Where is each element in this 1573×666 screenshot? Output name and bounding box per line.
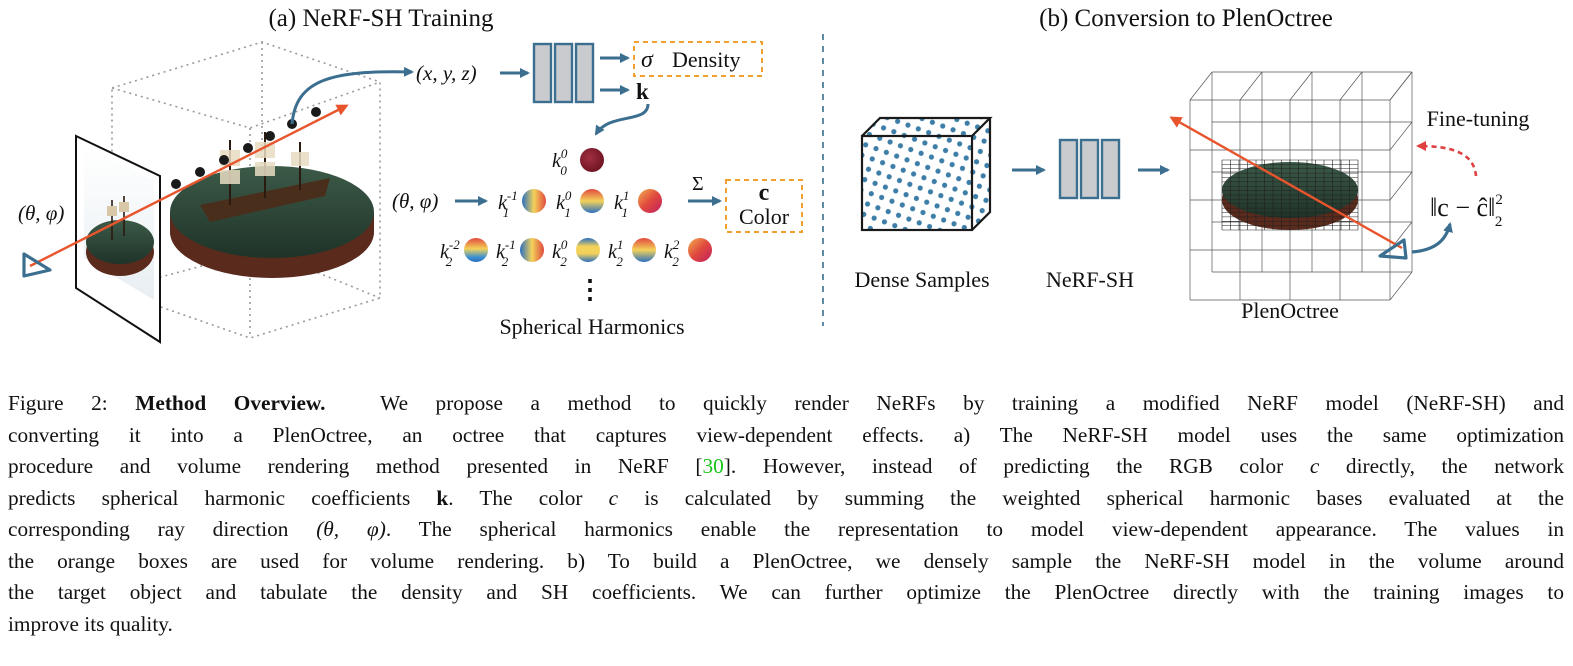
view-direction-input: (θ, φ) — [392, 189, 438, 213]
sh-band-2-sphere-4 — [688, 238, 712, 262]
panel-a-title: (a) NeRF-SH Training — [268, 5, 494, 32]
camera-icon — [22, 252, 52, 278]
caption-line-2: converting it into a PlenOctree, an octr… — [8, 422, 1564, 447]
figure-caption: Figure 2: Method Overview. We propose a … — [8, 388, 1564, 640]
training-image-plane — [75, 134, 161, 344]
plenoctree-label: PlenOctree — [1241, 298, 1339, 323]
nerf-sh-network-b — [1058, 138, 1121, 200]
sh-band-2-sphere-0 — [464, 238, 488, 262]
octree-cell-edge — [1389, 271, 1413, 301]
sigma-symbol: σ — [641, 47, 654, 73]
octree-ray — [1169, 116, 1403, 250]
panel-b-title: (b) Conversion to PlenOctree — [1039, 5, 1333, 32]
sh-band-1-sphere-2 — [638, 189, 662, 213]
camera-ray — [29, 104, 349, 268]
density-output-box — [633, 41, 763, 77]
color-output-box — [725, 179, 803, 233]
dense-samples-cube — [860, 116, 993, 232]
more-bands-ellipsis: ⋮ — [577, 275, 603, 304]
octree-camera-icon — [1378, 238, 1408, 260]
sum-symbol: Σ — [692, 173, 704, 195]
sh-basis-band0-sphere — [580, 148, 604, 172]
camera-direction-label: (θ, φ) — [18, 201, 64, 225]
caption-line-5: corresponding ray direction (θ, φ). The … — [8, 517, 1565, 541]
sh-coefficients-k: k — [636, 79, 649, 104]
sh-band-2-sphere-3 — [632, 238, 656, 262]
plenoctree-grid — [1189, 71, 1413, 301]
caption-line-8: improve its quality. — [8, 611, 173, 636]
nerf-sh-network-a — [532, 42, 595, 104]
nerf-sh-label: NeRF-SH — [1046, 267, 1134, 292]
caption-line-4: predicts spherical harmonic coefficients… — [8, 485, 1565, 510]
fine-tuning-label: Fine-tuning — [1427, 106, 1530, 131]
density-label: Density — [672, 47, 740, 72]
citation-link[interactable]: 30 — [702, 454, 724, 478]
caption-line-1: Figure 2: Method Overview. We propose a … — [8, 391, 1565, 415]
dense-samples-label: Dense Samples — [854, 267, 989, 292]
xyz-input-label: (x, y, z) — [416, 61, 477, 85]
caption-line-7: the target object and tabulate the densi… — [8, 580, 1564, 604]
loss-to-camera-arrow — [1411, 222, 1453, 254]
k-to-sh-arrow — [594, 103, 650, 136]
sh-band-2-sphere-2 — [576, 238, 600, 262]
octree-cell-edge — [1239, 71, 1263, 101]
sh-band-1-sphere-1 — [580, 189, 604, 213]
ship-scene — [170, 132, 374, 278]
sh-band-1-sphere-0 — [522, 189, 546, 213]
octree-cell-edge — [1389, 71, 1413, 101]
caption-line-6: the orange boxes are used for volume ren… — [8, 548, 1564, 573]
octree-cell-edge — [1289, 71, 1313, 101]
caption-line-3: procedure and volume rendering method pr… — [8, 454, 1564, 478]
color-label: Color — [739, 204, 790, 229]
color-c-symbol: c — [759, 180, 770, 206]
octree-cell-edge — [1189, 71, 1213, 101]
ray-sample-points — [171, 107, 321, 189]
sample-to-xyz-arrow — [290, 66, 414, 125]
octree-cell-edge — [1389, 171, 1413, 201]
spherical-harmonics-label: Spherical Harmonics — [499, 314, 684, 339]
octree-cell-edge — [1339, 71, 1363, 101]
method-overview-figure: (a) NeRF-SH Training — [18, 5, 1530, 344]
sh-band-2-sphere-1 — [520, 238, 544, 262]
fine-tuning-arrow — [1416, 141, 1478, 177]
octree-cell-edge — [1389, 121, 1413, 151]
